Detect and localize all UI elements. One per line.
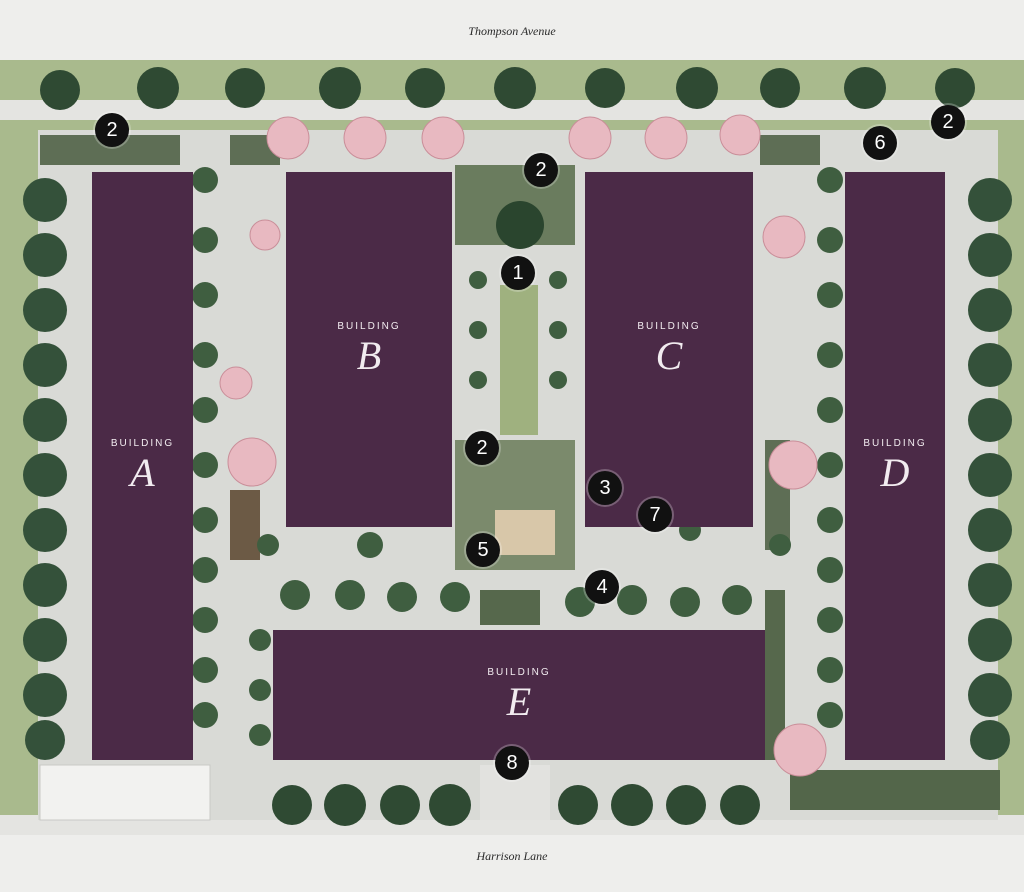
street-trees-west [23, 178, 67, 760]
planting-bed [790, 770, 1000, 810]
north-sidewalk [0, 100, 1024, 120]
parking-area [39, 764, 211, 821]
building-letter: B [356, 333, 382, 378]
courtyard-trees [192, 167, 843, 746]
map-marker-3[interactable]: 3 [588, 471, 622, 505]
street-label-north: Thompson Avenue [468, 24, 556, 38]
map-marker-4[interactable]: 4 [585, 570, 619, 604]
building-letter: D [880, 449, 910, 495]
building-letter: C [655, 333, 683, 378]
building-b: BUILDING B [286, 172, 452, 527]
map-marker-7[interactable]: 7 [638, 498, 672, 532]
map-marker-2[interactable]: 2 [95, 113, 129, 147]
building-caption: BUILDING [487, 666, 551, 678]
map-marker-5[interactable]: 5 [466, 533, 500, 567]
building-letter: E [506, 678, 532, 724]
map-marker-2[interactable]: 2 [465, 431, 499, 465]
cherry-blossom-trees [219, 114, 827, 777]
central-lawn [500, 285, 538, 435]
building-caption: BUILDING [110, 437, 175, 449]
planting-bed [230, 490, 260, 560]
building-c: BUILDING C [585, 172, 753, 527]
street-trees-north [40, 67, 975, 110]
street-trees-south [272, 784, 760, 826]
building-d: BUILDING D [845, 172, 945, 760]
street-label-south: Harrison Lane [476, 849, 548, 863]
focal-tree [496, 201, 544, 249]
map-marker-8[interactable]: 8 [495, 746, 529, 780]
building-a: BUILDING A [92, 172, 193, 760]
planting-bed [760, 135, 820, 165]
building-caption: BUILDING [637, 321, 701, 332]
map-marker-1[interactable]: 1 [501, 256, 535, 290]
map-marker-2[interactable]: 2 [931, 105, 965, 139]
building-e: BUILDING E [273, 630, 765, 760]
map-marker-2[interactable]: 2 [524, 153, 558, 187]
street-trees-east [968, 178, 1012, 760]
map-marker-6[interactable]: 6 [863, 126, 897, 160]
planting-bed [765, 590, 785, 760]
building-letter: A [130, 449, 155, 495]
planting-bed [480, 590, 540, 625]
building-caption: BUILDING [863, 437, 927, 449]
plaza-pad [495, 510, 555, 555]
building-caption: BUILDING [337, 321, 401, 332]
